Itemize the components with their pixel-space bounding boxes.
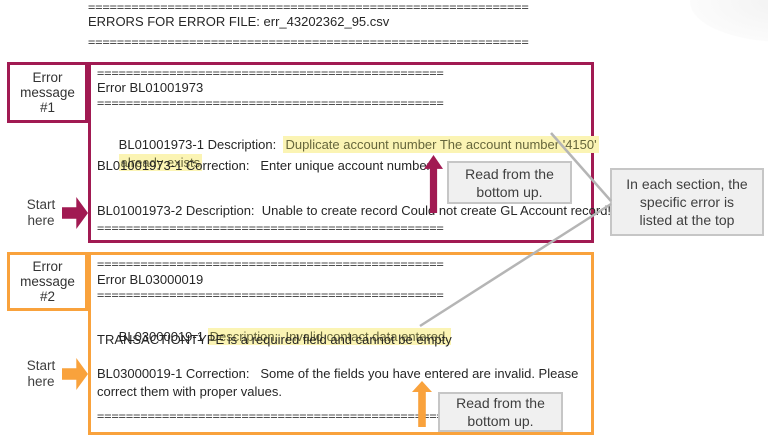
section2-correction-line1: BL03000019-1 Correction: Some of the fie… bbox=[97, 366, 579, 381]
section1-description1-prefix: BL01001973-1 Description: bbox=[118, 137, 284, 152]
error-section-1: ========================================… bbox=[88, 62, 611, 243]
background-blob bbox=[690, 0, 768, 42]
error-message-1-label: Error message #1 bbox=[7, 62, 88, 123]
start-here-arrow-1-icon bbox=[62, 197, 88, 229]
section2-correction-line2: correct them with proper values. bbox=[97, 384, 282, 399]
section1-description1-line2: already exists bbox=[97, 140, 203, 185]
start-here-label-2: Start here bbox=[26, 358, 56, 389]
section1-description2: BL01001973-2 Description: Unable to crea… bbox=[97, 203, 612, 218]
start-here-label-1: Start here bbox=[26, 197, 56, 228]
section2-separator-bottom: ========================================… bbox=[97, 410, 444, 422]
header-separator-top: ========================================… bbox=[88, 1, 529, 13]
section1-separator-bottom: ========================================… bbox=[97, 222, 444, 234]
header-separator-bottom: ========================================… bbox=[88, 36, 529, 48]
section2-description-line1: BL03000019-1 Description: Invalid contac… bbox=[97, 314, 451, 359]
section1-correction: BL01001973-1 Correction: Enter unique ac… bbox=[97, 158, 431, 173]
error-message-2-label: Error message #2 bbox=[7, 252, 88, 311]
section1-description1-highlight-cont: already exists bbox=[118, 154, 203, 171]
section2-description-highlight: Description: Invalid contact data entere… bbox=[207, 328, 451, 345]
page-title: ERRORS FOR ERROR FILE: err_43202362_95.c… bbox=[88, 14, 390, 29]
section1-heading: Error BL01001973 bbox=[97, 80, 204, 95]
start-here-arrow-2-icon bbox=[62, 358, 88, 390]
section2-separator-heading: ========================================… bbox=[97, 289, 444, 301]
section2-description-prefix: BL03000019-1 bbox=[118, 329, 208, 344]
section2-heading: Error BL03000019 bbox=[97, 272, 204, 287]
read-bottom-up-callout-1: Read from the bottom up. bbox=[447, 161, 572, 204]
section-note-callout: In each section, the specific error is l… bbox=[610, 168, 764, 236]
section1-description1-line1: BL01001973-1 Description: Duplicate acco… bbox=[97, 122, 599, 167]
section2-description-line2: TRANSACTIONTYPE is a required field and … bbox=[97, 332, 452, 347]
section1-description1-highlight: Duplicate account number The account num… bbox=[283, 136, 599, 153]
read-bottom-up-callout-2: Read from the bottom up. bbox=[438, 392, 563, 432]
section1-separator-heading: ========================================… bbox=[97, 97, 444, 109]
section1-separator-top: ========================================… bbox=[97, 67, 444, 79]
section2-separator-top: ========================================… bbox=[97, 258, 444, 270]
